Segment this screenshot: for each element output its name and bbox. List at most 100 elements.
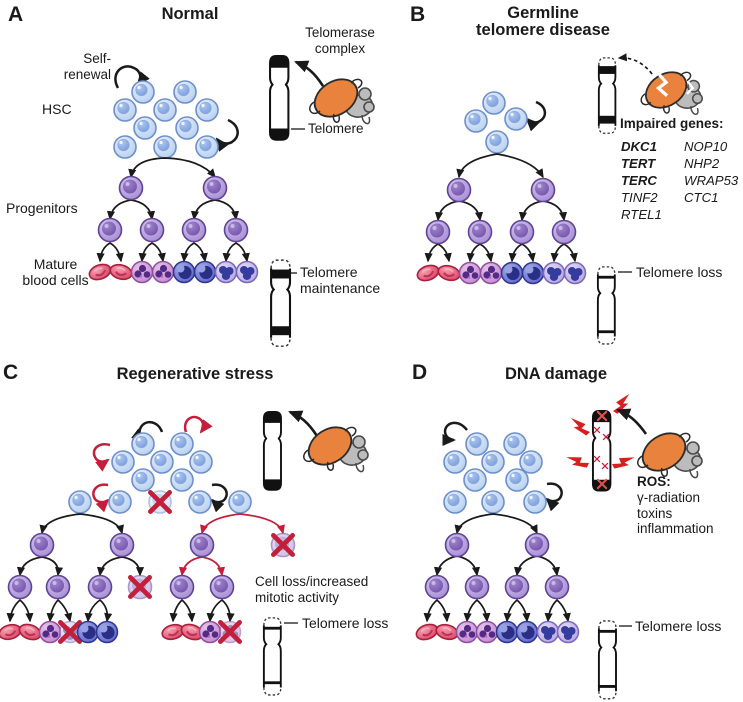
- telomerase-complex-label: Telomerase complex: [305, 25, 375, 56]
- hsc-cell: [481, 490, 505, 514]
- progenitor-cell: [530, 177, 556, 203]
- hsc-cell: [68, 490, 92, 514]
- hsc-cell: [465, 432, 489, 456]
- hsc-cell: [188, 490, 212, 514]
- progenitor-cell: [209, 574, 235, 600]
- progenitor-cell: [87, 574, 113, 600]
- progenitors-label: Progenitors: [6, 200, 78, 216]
- radiation-bolt-icon: [568, 418, 592, 436]
- progenitor-cell: [169, 574, 195, 600]
- radiation-bolt-icon: [566, 452, 590, 472]
- lineage-arrows: [423, 513, 571, 623]
- stress-renewal-arrow-icon: [183, 415, 213, 434]
- telomerase-action-arrow: [294, 60, 325, 87]
- red-blood-cell: [435, 262, 463, 284]
- stress-renewal-arrow-icon: [92, 443, 111, 472]
- hsc-cell: [173, 80, 197, 104]
- lineage-arrows: [6, 513, 235, 623]
- hsc-cell: [519, 450, 543, 474]
- progenitor-cell: [509, 219, 535, 245]
- progenitor-cell: [97, 217, 123, 243]
- self-renewal-label: Self- renewal: [63, 51, 111, 82]
- telomere-loss-label: Telomere loss: [635, 618, 722, 634]
- monocyte-cell: [515, 620, 539, 644]
- self-renewal-arrow-icon: [442, 421, 468, 446]
- progenitor-cell: [223, 217, 249, 243]
- hsc-cell: [108, 490, 132, 514]
- monocyte-cell: [521, 261, 545, 285]
- progenitor-cell: [425, 219, 451, 245]
- hsc-cell: [153, 98, 177, 122]
- hsc-cell: [113, 135, 137, 159]
- hsc-cell: [150, 450, 174, 474]
- progenitor-cell: [202, 175, 228, 201]
- mature-blood-cells-row: [86, 260, 259, 284]
- self-renewal-arrow-icon: [545, 482, 563, 512]
- hsc-cell: [485, 130, 509, 154]
- hsc-cell: [463, 468, 487, 492]
- panel-a-diagram: [86, 55, 376, 348]
- gene-name: DKC1: [621, 139, 657, 154]
- telomerase-action-arrow: [288, 410, 319, 437]
- chromosome-icon: [269, 55, 290, 141]
- panel-a-letter: A: [8, 3, 24, 26]
- panel-c-title: Regenerative stress: [116, 365, 274, 383]
- granulocyte-cell: [475, 620, 499, 644]
- hsc-cell: [113, 98, 137, 122]
- telomerase-action-arrow: [616, 408, 648, 435]
- stress-renewal-arrow-icon: [92, 483, 110, 513]
- hsc-cell: [133, 116, 157, 140]
- lymphocyte-cell: [542, 261, 566, 285]
- hsc-cell: [503, 432, 527, 456]
- lymphocyte-cell: [214, 260, 238, 284]
- granulocyte-cell: [198, 620, 222, 644]
- cell-loss-label: Cell loss/increased mitotic activity: [255, 574, 369, 605]
- progenitor-cell: [109, 532, 135, 558]
- panel-d-letter: D: [412, 361, 428, 384]
- granulocyte-cell: [151, 260, 175, 284]
- ros-items: γ-radiation toxins inflammation: [637, 490, 714, 536]
- self-renewal-arrow-icon: [525, 100, 547, 132]
- progenitor-cell: [467, 219, 493, 245]
- monocyte-cell: [76, 620, 100, 644]
- lymphocyte-cell: [563, 261, 587, 285]
- hsc-cell: [111, 450, 135, 474]
- hsc-cell: [228, 490, 252, 514]
- hsc-cell: [464, 109, 488, 133]
- progenitor-cell: [446, 177, 472, 203]
- self-renewal-arrow-icon: [210, 483, 228, 513]
- panel-b-diagram: [414, 53, 702, 345]
- gene-name: NHP2: [684, 156, 720, 171]
- progenitor-cell: [7, 574, 33, 600]
- lymphocyte-cell: [556, 620, 580, 644]
- chromosome-telomere-loss-icon: [262, 616, 282, 696]
- gene-name: RTEL1: [621, 207, 662, 222]
- hsc-cell: [482, 91, 506, 115]
- hsc-cluster: [443, 432, 547, 514]
- telomere-loss-label: Telomere loss: [302, 615, 389, 631]
- telomere-label: Telomere: [308, 121, 364, 136]
- monocyte-cell: [172, 260, 196, 284]
- progenitor-cell: [464, 574, 490, 600]
- panel-b-title: Germline telomere disease: [476, 4, 610, 39]
- hsc-cell: [523, 490, 547, 514]
- hsc-cell: [481, 450, 505, 474]
- progenitor-cell: [139, 217, 165, 243]
- gene-name: WRAP53: [684, 173, 739, 188]
- granulocyte-cell: [455, 620, 479, 644]
- hsc-cell: [195, 135, 219, 159]
- lineage-arrows: [96, 157, 250, 263]
- granulocyte-cell: [479, 261, 503, 285]
- hsc-cell: [175, 116, 199, 140]
- panel-c-letter: C: [3, 361, 19, 384]
- hsc-cell: [131, 80, 155, 104]
- panel-c-diagram: [0, 410, 370, 696]
- monocyte-cell: [495, 620, 519, 644]
- hsc-cell: [170, 468, 194, 492]
- progenitor-cell: [444, 532, 470, 558]
- panel-d-title: DNA damage: [504, 365, 608, 383]
- lymphocyte-cell: [235, 260, 259, 284]
- self-renewal-arrow-icon: [215, 118, 239, 152]
